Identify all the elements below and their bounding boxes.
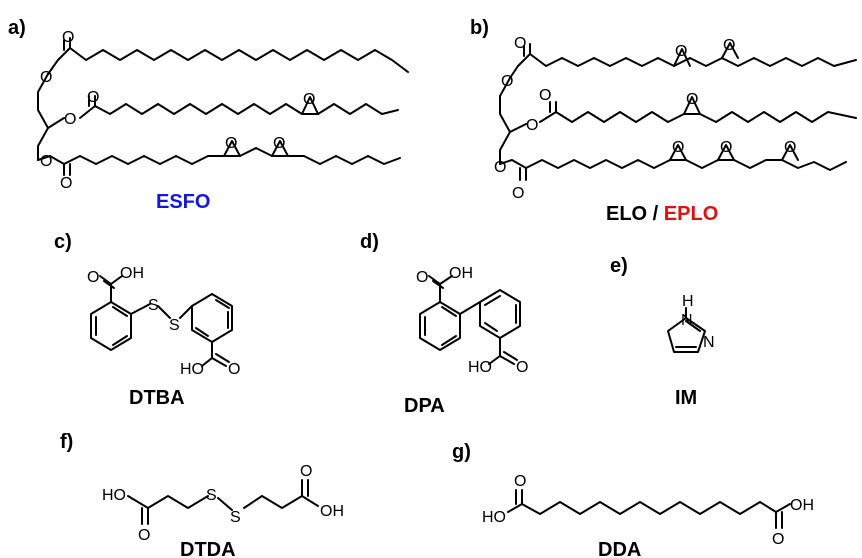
atom-ho: HO xyxy=(482,509,506,526)
atom-o: O xyxy=(772,531,784,548)
panel-label-g: g) xyxy=(452,441,471,463)
atom-o: O xyxy=(720,139,732,156)
compound-name-dda: DDA xyxy=(598,539,641,558)
panel-label-c: c) xyxy=(54,231,72,253)
atom-o: O xyxy=(686,91,698,108)
atom-o: O xyxy=(494,159,506,176)
atom-o: O xyxy=(62,29,74,46)
structure-dpa: d) O OH HO O DPA xyxy=(360,231,528,417)
atom-s: S xyxy=(206,487,217,504)
structure-dtba: c) O OH S S HO O DTBA xyxy=(54,231,240,409)
atom-o: O xyxy=(672,139,684,156)
atom-o: O xyxy=(675,43,687,60)
atom-o: O xyxy=(512,185,524,202)
atom-oh: OH xyxy=(790,497,814,514)
compound-name-im: IM xyxy=(675,387,697,409)
atom-n: N xyxy=(703,334,715,351)
atom-oh: OH xyxy=(449,265,473,282)
atom-o: O xyxy=(416,269,428,286)
compound-name-dpa: DPA xyxy=(404,395,445,417)
compound-name-esfo: ESFO xyxy=(156,191,210,213)
panel-label-d: d) xyxy=(360,231,379,253)
atom-o: O xyxy=(60,175,72,192)
atom-o: O xyxy=(40,153,52,170)
compound-name-elo-eplo: ELO / EPLO xyxy=(606,203,718,225)
name-separator: / xyxy=(647,203,664,225)
atom-o: O xyxy=(40,69,52,86)
compound-name-dtba: DTBA xyxy=(129,387,185,409)
atom-ho: HO xyxy=(180,361,204,378)
atom-o: O xyxy=(87,269,99,286)
atom-o: O xyxy=(87,89,99,106)
structure-dda: g) HO O OH O DDA xyxy=(452,441,814,558)
atom-s: S xyxy=(230,509,241,526)
compound-name-eplo: EPLO xyxy=(664,203,718,225)
atom-o: O xyxy=(300,463,312,480)
atom-n: N xyxy=(681,312,693,329)
atom-o: O xyxy=(138,527,150,544)
atom-o: O xyxy=(273,135,285,152)
atom-o: O xyxy=(539,87,551,104)
atom-o: O xyxy=(514,473,526,490)
atom-o: O xyxy=(784,139,796,156)
compound-name-elo: ELO xyxy=(606,203,647,225)
panel-label-a: a) xyxy=(8,17,26,39)
atom-o: O xyxy=(514,35,526,52)
structure-imidazole: e) H N N IM xyxy=(610,255,715,409)
atom-o: O xyxy=(228,361,240,378)
atom-o: O xyxy=(723,37,735,54)
atom-o: O xyxy=(501,73,513,90)
structure-esfo: a) O O O O O O O O O ESFO xyxy=(8,17,409,213)
structure-elo-eplo: b) O O O O O O O O O O O O E xyxy=(470,17,857,225)
panel-label-e: e) xyxy=(610,255,628,277)
panel-label-b: b) xyxy=(470,17,489,39)
atom-oh: OH xyxy=(320,503,344,520)
atom-ho: HO xyxy=(468,359,492,376)
atom-ho: HO xyxy=(102,487,126,504)
atom-o: O xyxy=(516,359,528,376)
atom-oh: OH xyxy=(120,265,144,282)
structure-dtda: f) HO O S S O OH DTDA xyxy=(60,431,344,558)
atom-h: H xyxy=(682,293,694,310)
atom-o: O xyxy=(303,91,315,108)
atom-o: O xyxy=(225,135,237,152)
panel-label-f: f) xyxy=(60,431,73,453)
atom-s: S xyxy=(169,317,180,334)
atom-s: S xyxy=(148,297,159,314)
atom-o: O xyxy=(64,111,76,128)
compound-name-dtda: DTDA xyxy=(180,539,236,558)
atom-o: O xyxy=(526,117,538,134)
